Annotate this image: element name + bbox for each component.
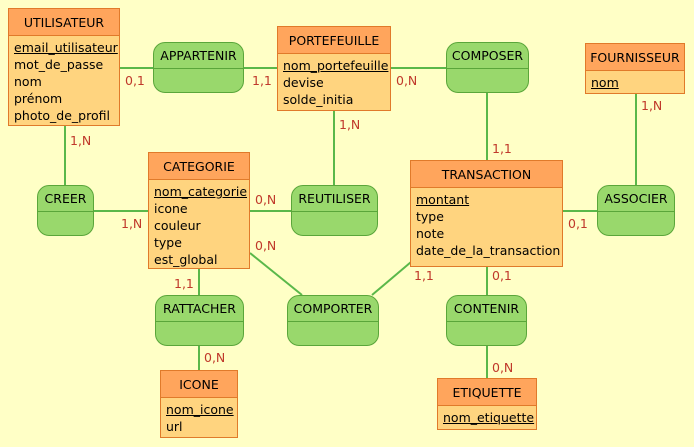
attr-nom-etiquette: nom_etiquette [443, 410, 535, 425]
entity-utilisateur[interactable]: UTILISATEUR email_utilisateur mot_de_pas… [8, 8, 120, 126]
entity-fournisseur[interactable]: FOURNISSEUR nom [585, 43, 685, 94]
cardinality-transaction-associer: 0,1 [568, 216, 588, 231]
cardinality-transaction-composer: 1,1 [492, 141, 512, 156]
attr-icone: icone [154, 201, 188, 216]
attr-devise: devise [283, 75, 324, 90]
relation-composer[interactable]: COMPOSER [446, 42, 529, 93]
attr-prenom: prénom [14, 91, 63, 106]
relation-appartenir-label: APPARTENIR [160, 48, 237, 63]
attr-fournisseur-nom: nom [591, 75, 619, 90]
cardinality-portefeuille-reutiliser: 1,N [339, 117, 361, 132]
attr-nom: nom [14, 74, 42, 89]
relation-divider [598, 211, 674, 212]
line-transaction-comporter [371, 261, 412, 296]
relation-reutiliser[interactable]: REUTILISER [291, 185, 378, 236]
relation-divider [154, 68, 243, 69]
attr-montant: montant [416, 192, 470, 207]
entity-etiquette[interactable]: ETIQUETTE nom_etiquette [437, 378, 537, 430]
attr-note: note [416, 226, 445, 241]
attr-photo-de-profil: photo_de_profil [14, 108, 110, 123]
cardinality-icone-rattacher: 0,N [204, 350, 226, 365]
cardinality-etiquette-contenir: 0,N [492, 360, 514, 375]
relation-divider [38, 211, 93, 212]
entity-portefeuille-title: PORTEFEUILLE [278, 27, 390, 54]
attr-couleur: couleur [154, 218, 201, 233]
relation-associer[interactable]: ASSOCIER [597, 185, 675, 236]
cardinality-portefeuille-appartenir: 1,1 [252, 73, 272, 88]
cardinality-categorie-creer: 1,N [121, 216, 143, 231]
attr-email-utilisateur: email_utilisateur [14, 40, 118, 55]
line-categorie-comporter [249, 252, 303, 296]
entity-icone[interactable]: ICONE nom_icone url [160, 370, 238, 438]
attr-type: type [154, 235, 182, 250]
entity-icone-title: ICONE [161, 371, 237, 398]
cardinality-fournisseur-associer: 1,N [641, 98, 663, 113]
entity-etiquette-title: ETIQUETTE [438, 379, 536, 406]
attr-date-de-la-transaction: date_de_la_transaction [416, 243, 561, 258]
relation-contenir-label: CONTENIR [453, 301, 520, 316]
cardinality-utilisateur-appartenir: 0,1 [125, 73, 145, 88]
relation-divider [447, 321, 526, 322]
relation-rattacher[interactable]: RATTACHER [155, 295, 244, 346]
relation-creer[interactable]: CREER [37, 185, 94, 236]
attr-nom-icone: nom_icone [166, 402, 234, 417]
entity-fournisseur-title: FOURNISSEUR [586, 44, 684, 71]
relation-rattacher-label: RATTACHER [163, 301, 236, 316]
relation-divider [288, 321, 378, 322]
cardinality-utilisateur-creer: 1,N [70, 133, 92, 148]
relation-composer-label: COMPOSER [451, 48, 524, 63]
relation-associer-label: ASSOCIER [604, 191, 668, 206]
relation-divider [447, 68, 528, 69]
cardinality-categorie-reutiliser: 0,N [255, 192, 277, 207]
entity-categorie[interactable]: CATEGORIE nom_categorie icone couleur ty… [148, 152, 250, 269]
attr-mot-de-passe: mot_de_passe [14, 57, 104, 72]
relation-creer-label: CREER [44, 191, 87, 206]
attr-transaction-type: type [416, 209, 444, 224]
relation-divider [292, 211, 377, 212]
cardinality-categorie-rattacher: 1,1 [174, 276, 194, 291]
attr-nom-categorie: nom_categorie [154, 184, 248, 199]
cardinality-transaction-comporter: 1,1 [414, 268, 434, 283]
attr-solde-initia: solde_initia [283, 92, 354, 107]
attr-est-global: est_global [154, 252, 218, 267]
cardinality-categorie-comporter: 0,N [255, 238, 277, 253]
relation-comporter-label: COMPORTER [293, 301, 373, 316]
attr-url: url [166, 419, 183, 434]
relation-comporter[interactable]: COMPORTER [287, 295, 379, 346]
entity-transaction-title: TRANSACTION [411, 161, 562, 188]
cardinality-transaction-contenir: 0,1 [492, 268, 512, 283]
entity-categorie-title: CATEGORIE [149, 153, 249, 180]
entity-utilisateur-title: UTILISATEUR [9, 9, 119, 36]
entity-transaction[interactable]: TRANSACTION montant type note date_de_la… [410, 160, 563, 267]
relation-appartenir[interactable]: APPARTENIR [153, 42, 244, 93]
entity-portefeuille[interactable]: PORTEFEUILLE nom_portefeuille devise sol… [277, 26, 391, 111]
relation-reutiliser-label: REUTILISER [298, 191, 371, 206]
cardinality-portefeuille-composer: 0,N [396, 73, 418, 88]
relation-divider [156, 321, 243, 322]
attr-nom-portefeuille: nom_portefeuille [283, 58, 389, 73]
relation-contenir[interactable]: CONTENIR [446, 295, 527, 346]
